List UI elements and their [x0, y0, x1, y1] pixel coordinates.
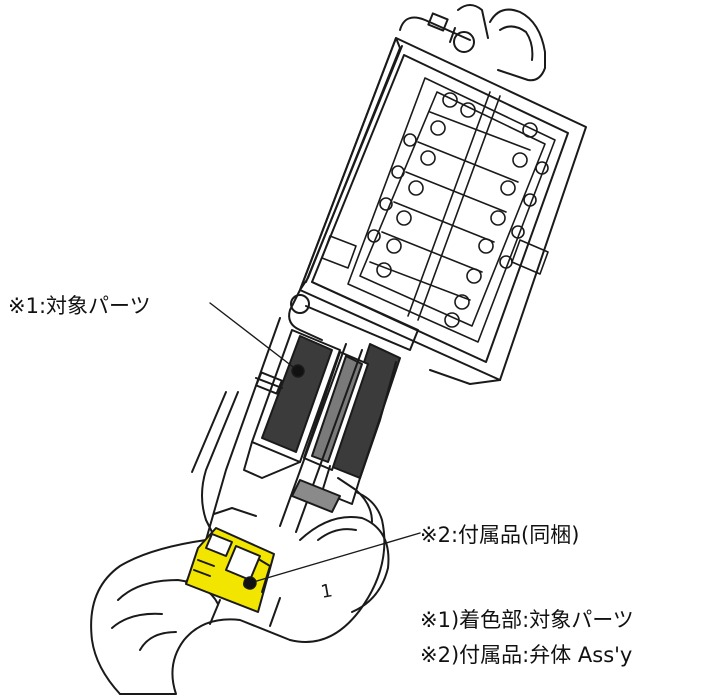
accessory-valve-disc — [185, 527, 275, 613]
actuator-lower-flange — [288, 281, 501, 385]
body-mark: 1 — [319, 580, 334, 603]
leader-lines — [209, 302, 421, 590]
target-part-bonnet — [205, 317, 401, 541]
note-accessory: ※2)付属品:弁体 Ass'y — [420, 643, 633, 667]
label-target-part: ※1:対象パーツ — [8, 294, 151, 318]
actuator-top-cap — [399, 4, 546, 82]
note-colored-part: ※1)着色部:対象パーツ — [420, 608, 634, 632]
label-accessory: ※2:付属品(同梱) — [420, 523, 580, 547]
actuator-internals — [321, 77, 556, 343]
